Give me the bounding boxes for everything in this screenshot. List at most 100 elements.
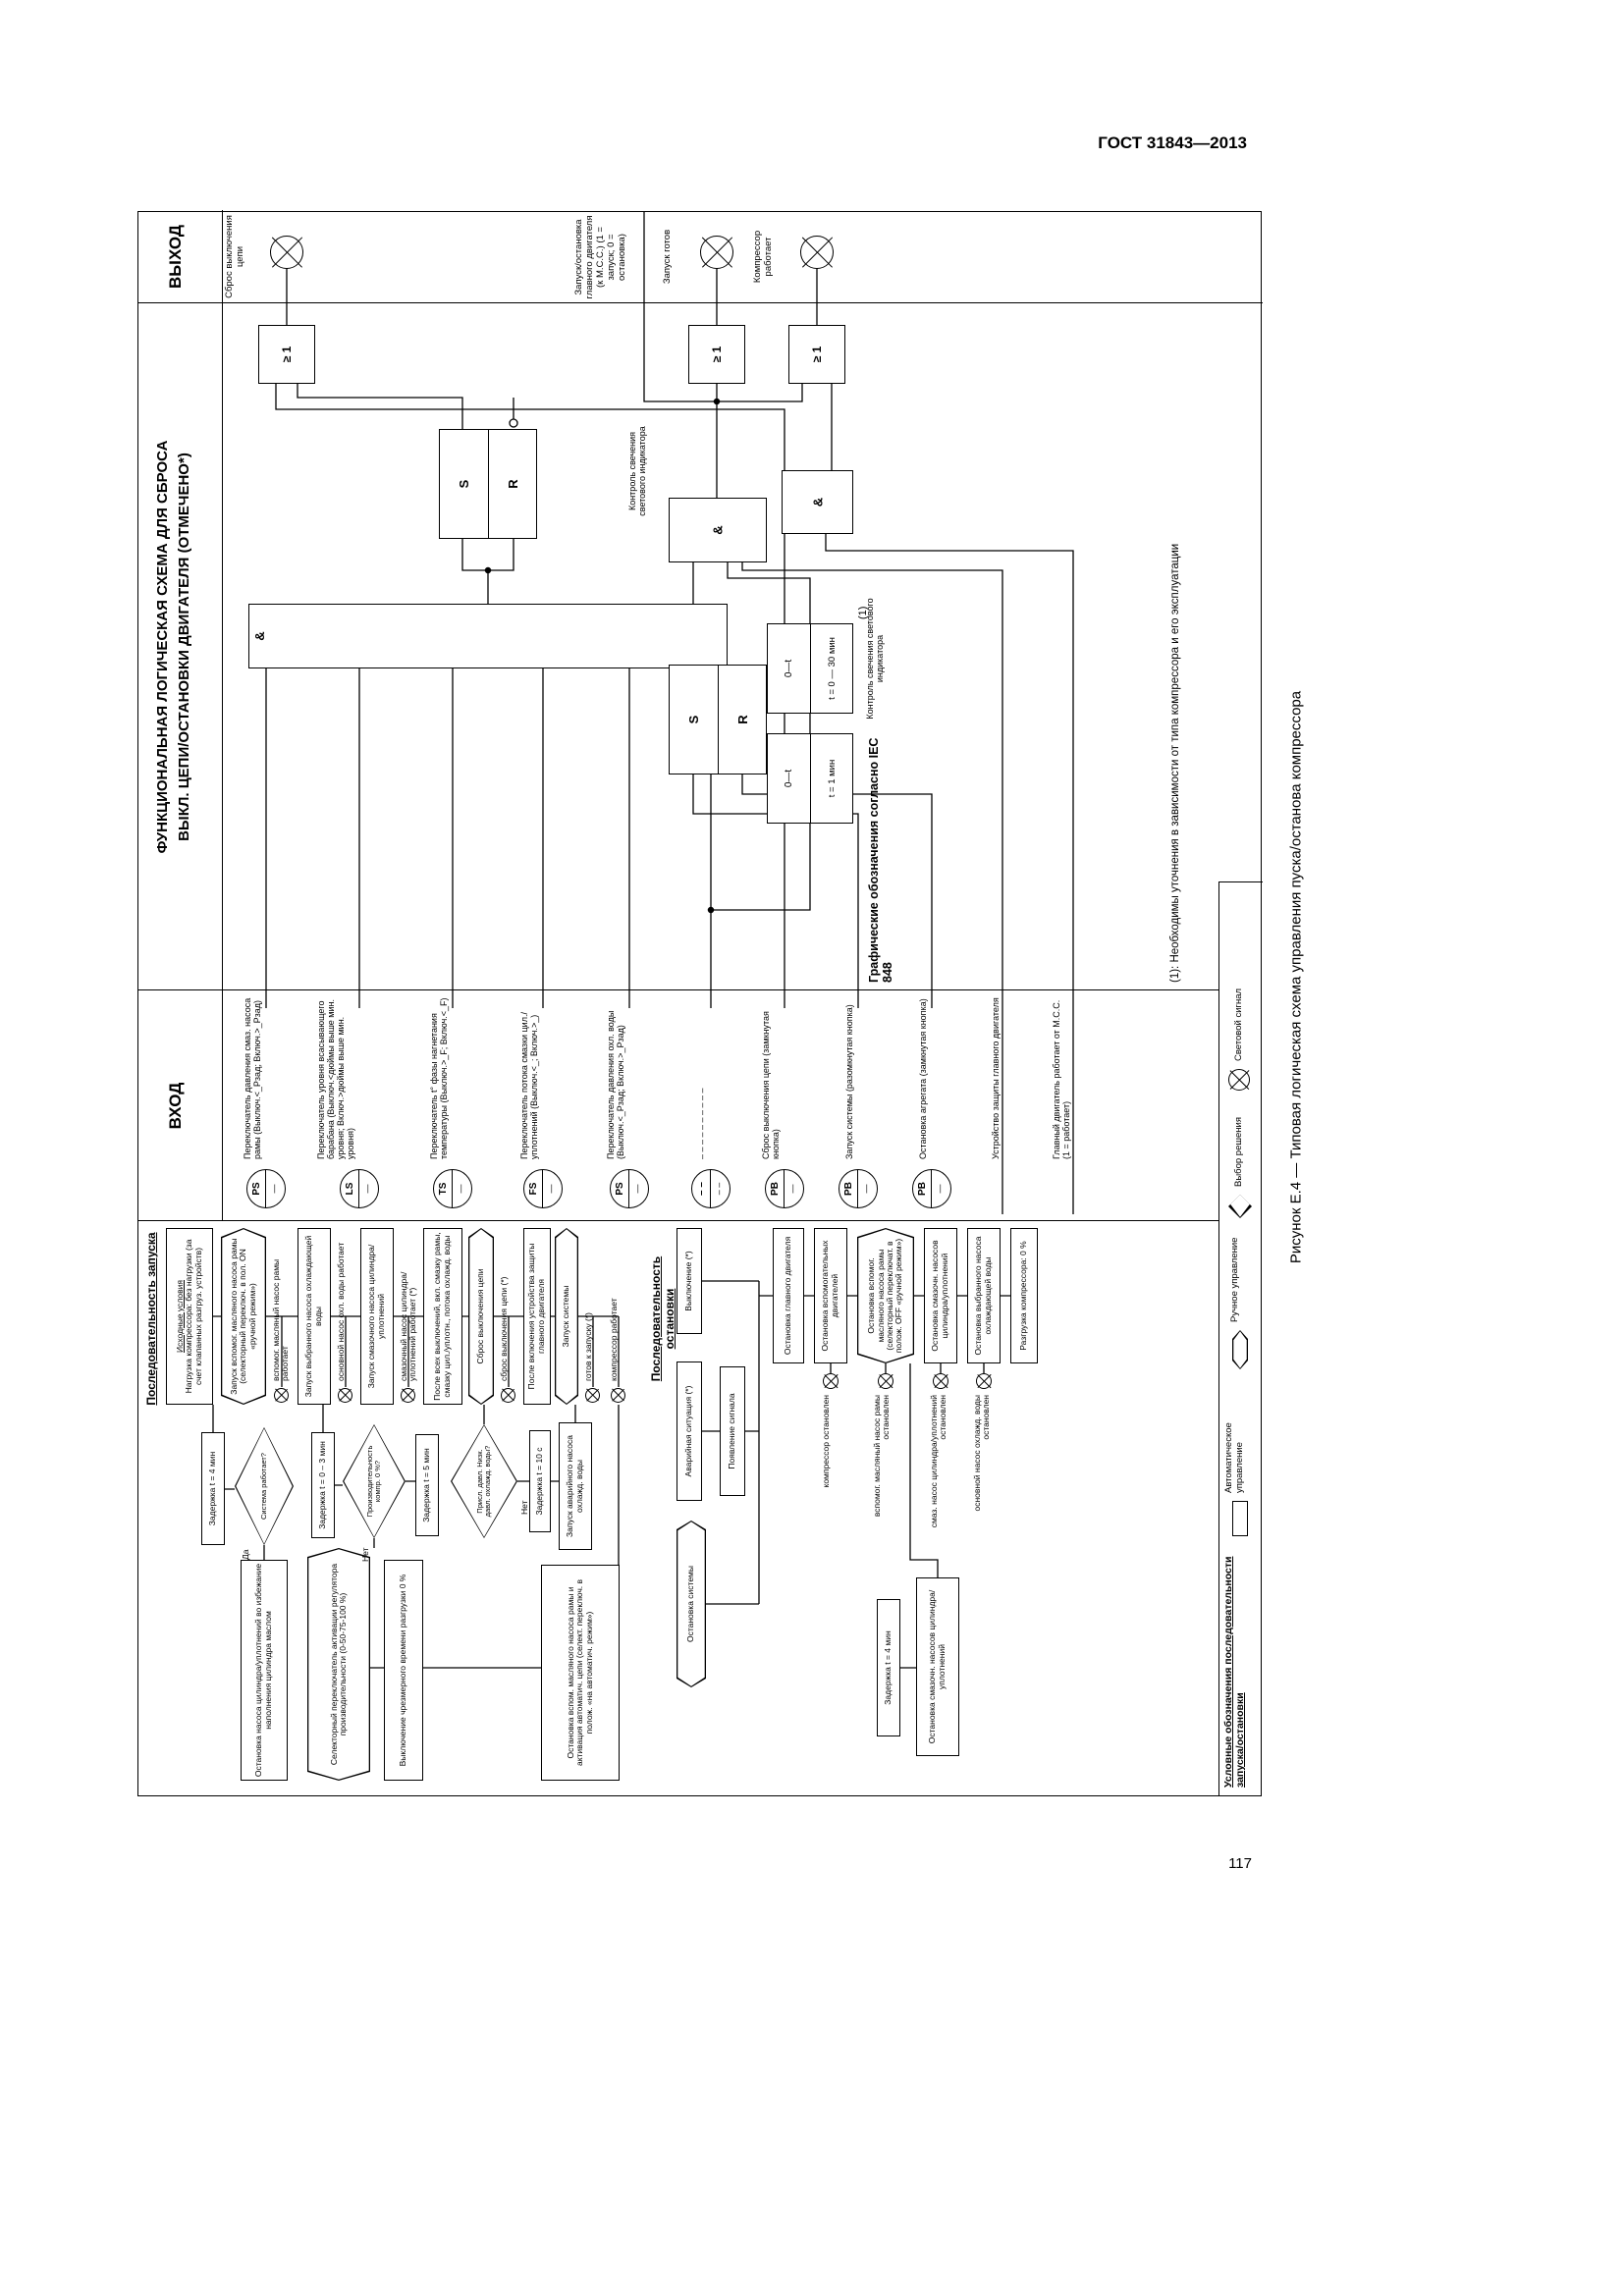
stop-step-lube-pumps: Остановка смазочн. насосов цилиндра/упло… [924, 1228, 957, 1363]
output-label-start-ready: Запуск готов [662, 229, 673, 285]
stop-entry-emergency: Аварийная ситуация (*) [677, 1362, 702, 1501]
input-description: Переключатель уровня всасывающего бараба… [315, 999, 355, 1159]
start-lamp-ready: готов к запуску (*) [583, 1312, 593, 1381]
figure-title-line2: ВЫКЛ. ЦЕПИ/ОСТАНОВКИ ДВИГАТЕЛЯ (ОТМЕЧЕНО… [176, 453, 192, 841]
lamp-compressor-runs [800, 236, 834, 269]
lamp-reset-circuit [270, 236, 303, 269]
stop-step-main-motor: Остановка главного двигателя [773, 1228, 804, 1363]
instrument-bubble-ps1: PS— [246, 1169, 286, 1208]
lamp-icon [501, 1388, 515, 1403]
lamp-icon [976, 1373, 992, 1389]
legend-manual-label: Ручное управление [1229, 1237, 1240, 1322]
stop-step-aux-oil-pump: Остановка вспомог. масляного насоса рамы… [857, 1228, 914, 1363]
input-description: Переключатель потока смазки цил./уплотне… [518, 1012, 539, 1159]
legend-title: Условные обозначения последовательности … [1222, 1556, 1247, 1789]
start-lamp-cooling-pump: основной насос охл. воды работает [336, 1242, 346, 1381]
output-label-compressor-runs: Компрессор работает [752, 230, 774, 284]
lamp-icon [611, 1388, 625, 1403]
figure-e4-logic-diagram: ВХОД ФУНКЦИОНАЛЬНАЯ ЛОГИЧЕСКАЯ СХЕМА ДЛЯ… [137, 210, 1263, 1796]
start-lamp-reset-circuit: сброс выключения цепи (*) [499, 1276, 509, 1381]
output-label-mcc: Запуск/остановка главного двигателя (к М… [573, 215, 627, 299]
start-lamp-compressor-runs: компрессор работает [609, 1298, 619, 1381]
input-description: Запуск системы (разомкнутая кнопка) [843, 1004, 854, 1159]
start-branch-capacity-selector: Селекторный переключатель активации регу… [307, 1548, 370, 1781]
start-step-protection-on: После включения устройства защиты главно… [523, 1228, 551, 1405]
stop-lamp-cooling-pump: основной насос охлажд. воды остановлен [972, 1395, 992, 1512]
stop-branch-delay-4min: Задержка t = 4 мин [877, 1599, 900, 1736]
input-description: Переключатель t° фазы нагнетания темпера… [428, 997, 449, 1159]
input-protection-label: Устройство защиты главного двигателя [990, 997, 1001, 1159]
lamp-icon [585, 1388, 600, 1403]
legend-lamp-label: Световой сигнал [1233, 988, 1244, 1061]
stop-lamp-aux-oil-pump: вспомог. масляный насос рамы остановлен [872, 1395, 892, 1518]
stop-step-aux-motors: Остановка вспомогательных двигателей [814, 1228, 847, 1363]
start-step-delay-10s: Задержка t = 10 с [529, 1430, 551, 1532]
timer-2: 0—t t = 0 — 30 мин [767, 623, 853, 714]
and-gate-main: & [248, 604, 728, 668]
start-branch-unload-timeout: Выключение чрезмерного времени разгрузки… [384, 1560, 423, 1781]
input-column-header: ВХОД [166, 1082, 185, 1130]
page-number: 117 [1228, 1855, 1252, 1872]
instrument-bubble-ts: TS— [433, 1169, 472, 1208]
stop-lamp-compressor-stopped: компрессор остановлен [821, 1395, 831, 1488]
start-step-cooling-pump: Запуск выбранного насоса охлаждающей вод… [298, 1228, 331, 1405]
input-description: Переключатель давления смаз. насоса рамы… [242, 997, 262, 1159]
input-description: Остановка агрегата (замкнутая кнопка) [917, 998, 928, 1159]
start-step-after-trips: После всех выключений, вкл. смазку рамы,… [423, 1228, 462, 1405]
start-step-aux-oil-pump: Запуск вспомог. масляного насоса рамы (с… [221, 1228, 266, 1405]
stop-signal-appears: Появление сигнала [720, 1366, 745, 1496]
lamp-icon [823, 1373, 839, 1389]
stop-entry-shutdown: Выключение (*) [677, 1228, 702, 1334]
input-description: Сброс выключения цепи (замкнутая кнопка) [760, 1011, 781, 1159]
decision-no-label: Нет [519, 1500, 529, 1515]
lamp-icon [933, 1373, 948, 1389]
legend-auto-label: Автоматическое управление [1223, 1422, 1245, 1493]
lamp-icon [401, 1388, 415, 1403]
lamp-glow-note-2: Контроль свечения светового индикатора [865, 598, 886, 720]
output-column-header: ВЫХОД [166, 225, 185, 289]
and-gate-3: & [782, 470, 853, 534]
and-gate-2: & [669, 498, 767, 562]
start-lamp-lube-pump: смазочный насос цилиндра/уплотнений рабо… [399, 1271, 418, 1381]
instrument-bubble-ls: LS— [340, 1169, 379, 1208]
stop-step-cooling-pump: Остановка выбранного насоса охлаждающей … [967, 1228, 1001, 1363]
start-initial-conditions: Исходные условия Нагрузка компрессора: б… [166, 1228, 213, 1405]
start-step-reset-circuit: Сброс выключения цепи [468, 1228, 494, 1405]
legend-decision-label: Выбор решения [1233, 1117, 1244, 1187]
stop-step-unload: Разгрузка компрессора: 0 % [1010, 1228, 1038, 1363]
figure-title-line1: ФУНКЦИОНАЛЬНАЯ ЛОГИЧЕСКАЯ СХЕМА ДЛЯ СБРО… [154, 440, 171, 854]
instrument-bubble-fs: FS— [523, 1169, 563, 1208]
input-description: Переключатель давления охл. воды (Выключ… [605, 1010, 625, 1159]
or-gate-3: ≥ 1 [788, 325, 845, 384]
sr-flipflop-1: S R [439, 429, 537, 539]
legend-lamp-symbol [1228, 1069, 1250, 1091]
lamp-icon [274, 1388, 289, 1403]
instrument-bubble-pb-stop: PB— [912, 1169, 951, 1208]
input-motor-run-label: Главный двигатель работает от М.С.С. (1 … [1051, 999, 1071, 1159]
instrument-bubble-spare: – –– – [691, 1169, 731, 1208]
output-label-reset: Сброс выключения цепи [224, 215, 245, 298]
start-branch-stop-cyl-pump: Остановка насоса цилиндра/уплотнений во … [241, 1560, 288, 1781]
iec-note: Графические обозначения согласно IEC 848 [867, 737, 895, 983]
or-gate-2: ≥ 1 [688, 325, 745, 384]
start-step-auto-circuit: Остановка вспом. масляного насоса рамы и… [541, 1565, 620, 1781]
start-step-lube-pump: Запуск смазочного насоса цилиндра/уплотн… [360, 1228, 394, 1405]
start-branch-delay-5min: Задержка t = 5 мин [415, 1434, 439, 1536]
stop-lamp-lube-pump: смаз. насос цилиндра/уплотнений остановл… [929, 1395, 948, 1528]
stop-branch-stop-lube-pumps: Остановка смазочн. насосов цилиндра/упло… [916, 1577, 959, 1756]
decision-no-label: Нет [360, 1547, 370, 1562]
start-branch-delay-0-3min: Задержка t = 0 – 3 мин [311, 1432, 335, 1538]
or-gate-1: ≥ 1 [258, 325, 315, 384]
instrument-bubble-ps2: PS— [610, 1169, 649, 1208]
instrument-bubble-pb-reset: PB— [765, 1169, 804, 1208]
figure-caption: Рисунок Е.4 — Типовая логическая схема у… [1287, 690, 1305, 1264]
sr-flipflop-2: S R [669, 665, 767, 774]
lamp-icon [338, 1388, 352, 1403]
start-step-system-start: Запуск системы [555, 1228, 578, 1405]
timer-1: 0—t t = 1 мин [767, 733, 853, 824]
start-sequence-title: Последовательность запуска [144, 1232, 158, 1406]
lamp-icon [878, 1373, 893, 1389]
decision-yes-label: Да [241, 1549, 250, 1560]
footnote-1: (1): Необходимы уточнения в зависимости … [1169, 543, 1181, 983]
lamp-start-ready [700, 236, 733, 269]
